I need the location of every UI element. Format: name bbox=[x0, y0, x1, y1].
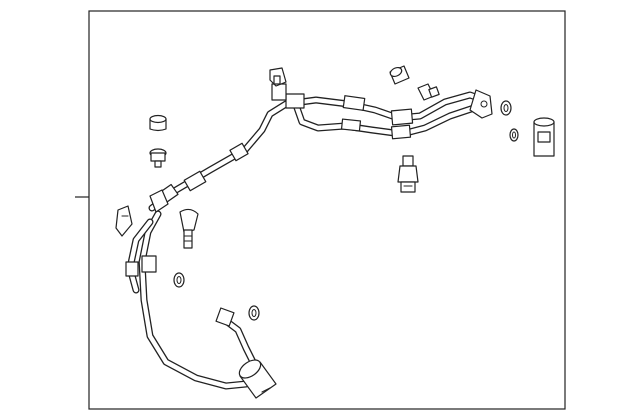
o-ring-icon-4 bbox=[248, 305, 260, 321]
pressure-sensor-icon bbox=[397, 155, 419, 193]
o-ring-icon-1 bbox=[500, 100, 512, 116]
bracket-clip-icon-1 bbox=[269, 67, 287, 87]
bracket-clip-icon-3 bbox=[179, 208, 199, 249]
o-ring-icon-3 bbox=[173, 272, 185, 288]
cap-icon-2 bbox=[149, 114, 167, 132]
ac-hose-assembly-icon bbox=[125, 83, 493, 390]
valve-core-icon-2 bbox=[417, 83, 440, 101]
cap-icon-1 bbox=[389, 65, 410, 85]
muffler-icon bbox=[238, 359, 277, 399]
o-ring-icon-2 bbox=[509, 128, 519, 142]
bracket-clip-icon-2 bbox=[115, 205, 133, 237]
receiver-drier-icon bbox=[533, 117, 555, 157]
valve-core-icon-1 bbox=[149, 148, 167, 168]
diagram-frame bbox=[88, 10, 566, 410]
